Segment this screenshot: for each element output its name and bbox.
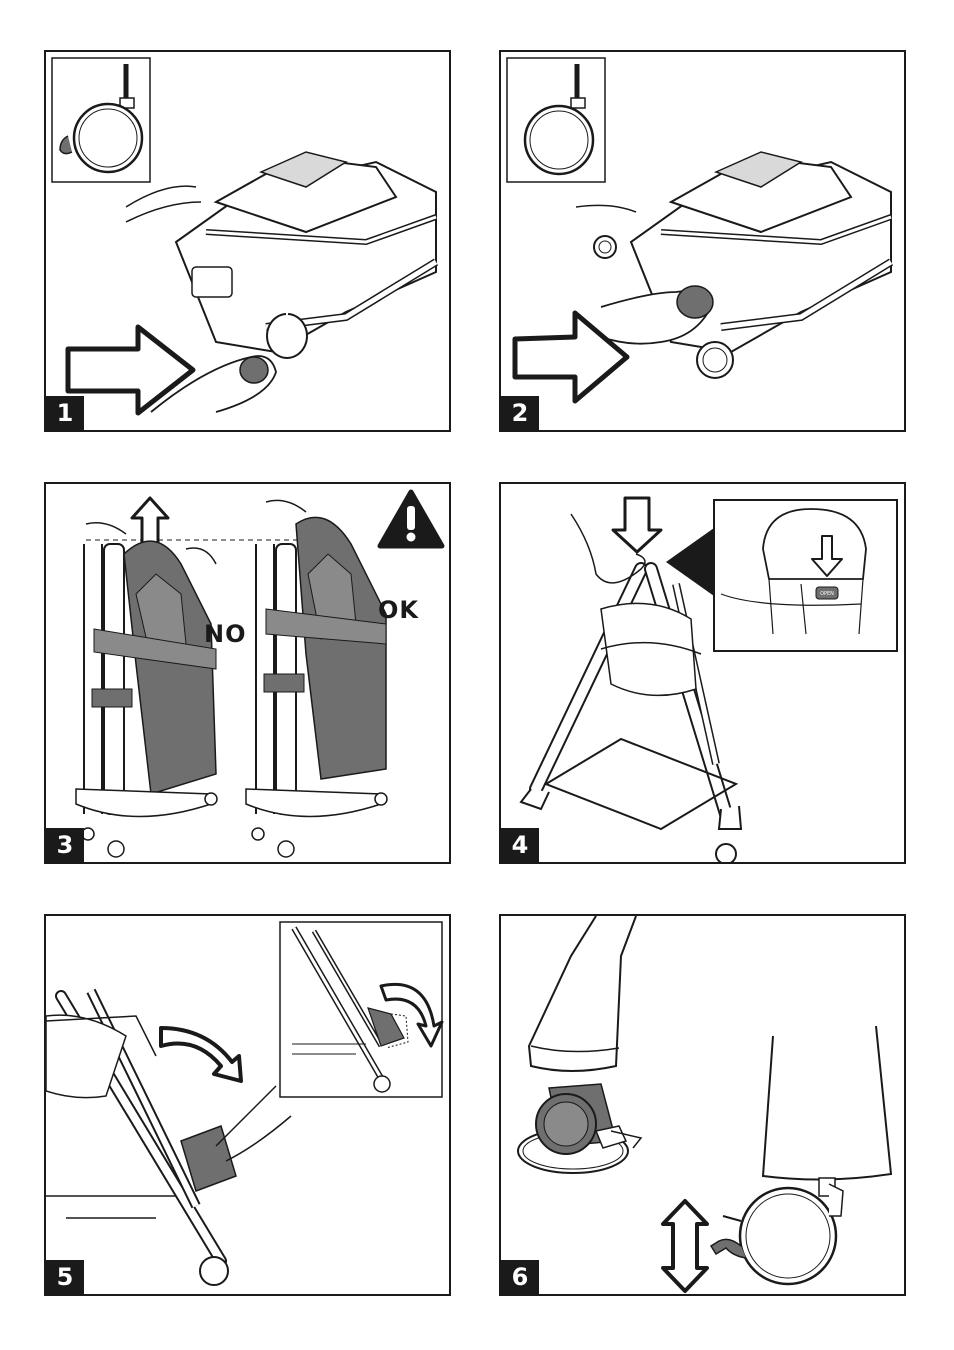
step-number-6: 6 [501, 1260, 539, 1294]
chair-no [76, 523, 217, 857]
step-number-5: 5 [46, 1260, 84, 1294]
panel-3: NO OK 3 [44, 482, 451, 864]
step-number-4: 4 [501, 828, 539, 862]
footrest-adjust-illustration [46, 916, 449, 1294]
label-no: NO [204, 620, 247, 648]
warning-icon [380, 492, 442, 546]
panel-5: 5 [44, 914, 451, 1296]
open-button-label: OPEN [820, 591, 834, 597]
open-button-press-illustration: OPEN [501, 484, 904, 862]
folding-chair-comparison-illustration [46, 484, 449, 862]
label-ok: OK [378, 596, 419, 624]
step-number-1: 1 [46, 396, 84, 430]
panel-4: OPEN 4 [499, 482, 906, 864]
chair-ok [246, 500, 387, 857]
panel-6: 6 [499, 914, 906, 1296]
wheel-brake-illustration [501, 916, 904, 1294]
step-number-3: 3 [46, 828, 84, 862]
panel-1: 1 [44, 50, 451, 432]
step-number-2: 2 [501, 396, 539, 430]
panel-2: 2 [499, 50, 906, 432]
wheel-insertion-illustration [501, 52, 904, 430]
wheel-removal-illustration [46, 52, 449, 430]
